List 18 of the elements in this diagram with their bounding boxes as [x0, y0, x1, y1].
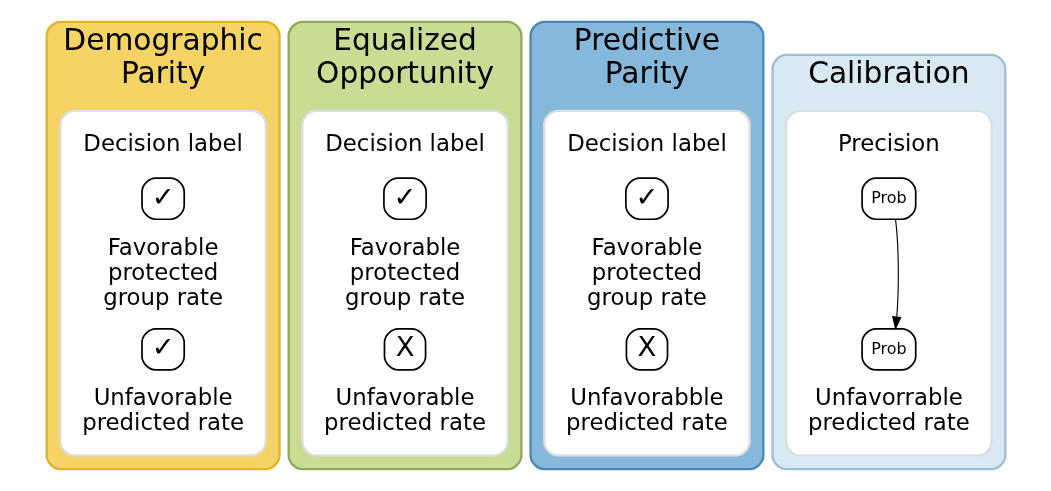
node-text: Decision label — [82, 129, 243, 156]
node-text: Favorable protected group rate — [586, 233, 707, 310]
node-text: Unfavorable predicted rate — [323, 384, 486, 436]
cluster — [784, 109, 993, 457]
node-text: Favorable protected group rate — [344, 233, 465, 310]
cluster — [300, 109, 509, 457]
node-text: Precision — [837, 129, 940, 156]
node-text: Unfavorable predicted rate — [81, 384, 244, 436]
node-text: Decision label — [566, 129, 727, 156]
node-text: Favorable protected group rate — [102, 233, 223, 310]
node-text: Decision label — [324, 129, 485, 156]
node-text: Unfavorabble predicted rate — [565, 384, 728, 436]
cluster — [542, 109, 751, 457]
node-box: Prob — [860, 327, 917, 371]
node-box: Prob — [860, 177, 917, 221]
cluster — [58, 109, 267, 457]
arrow — [891, 219, 902, 331]
node-text: Unfavorrable predicted rate — [807, 384, 970, 436]
